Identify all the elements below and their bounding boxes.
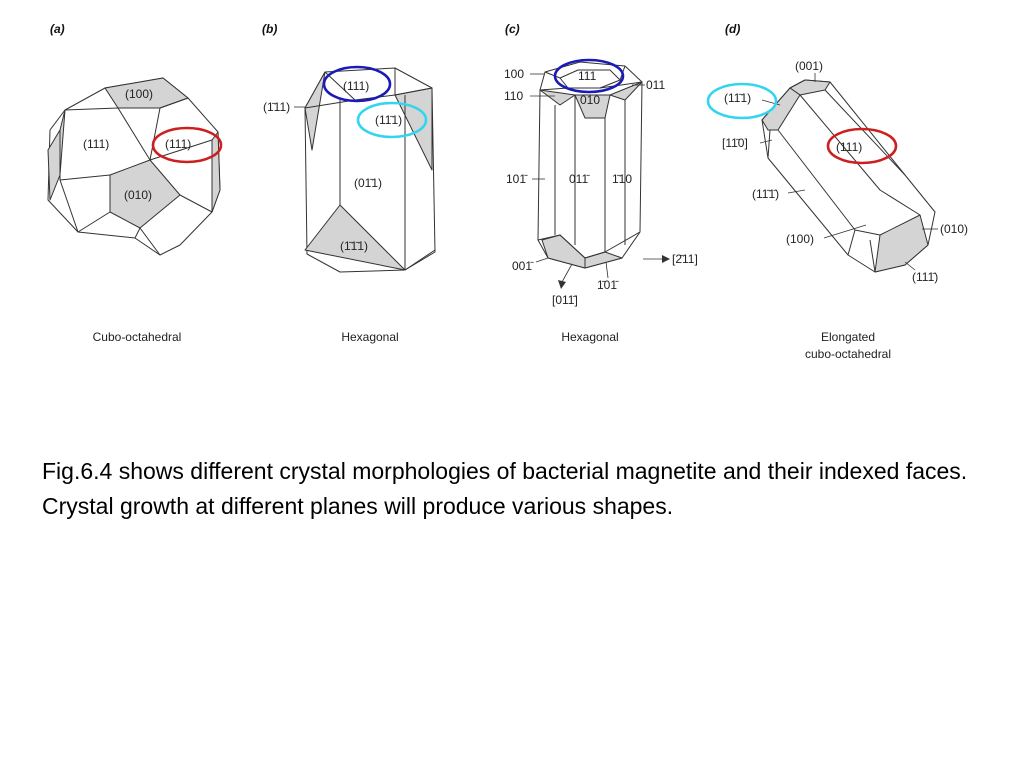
face-c-110: [539, 89, 576, 106]
face-b-bottom: [304, 204, 406, 271]
face-d-1-1bar-1: [761, 87, 801, 131]
cubo-octahedron-drawing: [47, 77, 221, 256]
panel-c-label: (c): [505, 22, 520, 36]
label-c-1bar10: 1̄10: [612, 172, 632, 186]
label-c-011bar: 011̄: [569, 172, 590, 186]
elongated-cubo-octahedron-drawing: [761, 79, 936, 273]
label-d-100: (100): [786, 232, 814, 246]
label-c-010: 010: [580, 93, 600, 107]
label-c-001bar: 001̄: [512, 259, 534, 273]
label-a-111-left: (111): [83, 137, 109, 151]
highlight-circle-cyan-b: [356, 101, 428, 139]
label-d-11bar1bar: (11̄1̄): [752, 187, 779, 201]
label-d-111: (111): [836, 140, 862, 154]
label-a-100: (100): [125, 87, 153, 101]
label-c-011: 011: [646, 78, 665, 92]
face-left-square: [47, 109, 66, 201]
caption-b: Hexagonal: [341, 330, 398, 344]
panel-b-label: (b): [262, 22, 277, 36]
highlight-circle-blue-b: [322, 65, 392, 103]
face-b-left: [304, 71, 326, 151]
label-b-1bar11: (1̄11): [263, 100, 290, 114]
highlight-circle-cyan-d: [706, 82, 778, 120]
figure-canvas: (a) (100) (111) (111) (010) Cubo-octahed…: [47, 22, 968, 361]
label-a-010: (010): [124, 188, 152, 202]
caption-d-line2: cubo-octahedral: [805, 347, 891, 361]
label-d-010: (010): [940, 222, 968, 236]
label-c-dir-011bar: [011̄]: [552, 293, 578, 307]
label-d-111bar: (111̄): [912, 270, 938, 284]
panel-c: (c) 100 111 011 110 010 101̄: [504, 22, 698, 344]
panel-a-label: (a): [50, 22, 65, 36]
highlight-circle-blue-c: [553, 58, 625, 94]
label-c-1bar01bar: 1̄01̄: [597, 278, 619, 292]
hexagonal-prism-c-drawing: [537, 61, 643, 269]
label-d-11bar1: (11̄1): [724, 91, 751, 105]
label-b-01bar1: (01̄1): [354, 176, 382, 190]
label-b-111: (111): [343, 79, 369, 93]
label-b-1bar1bar1: (1̄1̄1): [340, 239, 368, 253]
highlight-circle-red-d: [826, 127, 898, 165]
panel-a: (a) (100) (111) (111) (010) Cubo-octahed…: [47, 22, 223, 344]
label-a-111-right: (111): [165, 137, 191, 151]
panel-b: (b) (111) (1̄11) (11̄1) (01̄1) (1̄1̄1) H…: [262, 22, 436, 344]
face-c-011: [609, 81, 643, 101]
label-c-111: 111: [578, 69, 597, 83]
label-c-101bar: 101̄: [506, 172, 528, 186]
face-010: [109, 159, 181, 229]
highlight-circle-red-a: [151, 126, 223, 164]
label-b-11bar1: (11̄1): [375, 113, 402, 127]
panel-d: (d) (001) (11̄1) [11̄0] (111) (11̄1̄) (0…: [706, 22, 968, 361]
figure-caption-text: Fig.6.4 shows different crystal morpholo…: [42, 458, 968, 519]
label-c-dir-2bar11: [2̄11]: [672, 252, 698, 266]
panel-d-label: (d): [725, 22, 740, 36]
hexagonal-prism-b-drawing: [304, 67, 436, 273]
label-d-001: (001): [795, 59, 823, 73]
caption-d-line1: Elongated: [821, 330, 875, 344]
label-c-100: 100: [504, 67, 524, 81]
label-c-110: 110: [504, 89, 523, 103]
caption-a: Cubo-octahedral: [93, 330, 182, 344]
face-d-11-1bar: [874, 214, 929, 273]
face-right-square: [211, 131, 221, 213]
caption-c: Hexagonal: [561, 330, 618, 344]
crystal-morphology-figure: (a) (100) (111) (111) (010) Cubo-octahed…: [0, 0, 1024, 380]
label-d-dir-11bar0: [11̄0]: [722, 136, 748, 150]
